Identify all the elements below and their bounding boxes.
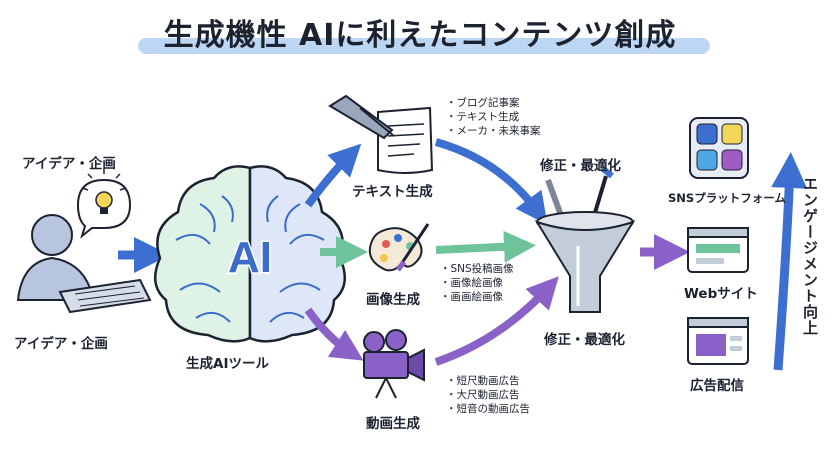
image-gen-items: ・SNS投稿画像 ・画像絵画像 ・画画絵画像 — [440, 262, 514, 304]
channel-sns-label: SNSプラットフォーム — [668, 191, 786, 205]
film-camera-icon — [363, 329, 425, 399]
ad-window-icon — [687, 317, 749, 365]
lightbulb-icon — [76, 168, 132, 239]
person-at-computer-icon — [16, 214, 152, 314]
idea-label-bottom: アイデア・企画 — [14, 336, 108, 352]
video-gen-items: ・短尺動画広告 ・大尺動画広告 ・短音の動画広告 — [446, 374, 530, 416]
arrow-video-to-optimize — [434, 276, 559, 366]
image-gen-item: ・画像絵画像 — [440, 277, 503, 289]
video-gen-label: 動画生成 — [366, 416, 420, 432]
image-gen-label: 画像生成 — [366, 292, 420, 308]
engagement-up-arrow — [771, 152, 808, 371]
title-highlight — [138, 38, 710, 54]
palette-and-brush-icon — [368, 223, 430, 272]
brain-icon — [153, 165, 347, 343]
text-gen-item: ・メーカ・未来事案 — [446, 125, 541, 137]
image-gen-item: ・SNS投稿画像 — [440, 263, 514, 275]
text-gen-items: ・ブログ記事案 ・テキスト生成 ・メーカ・未来事案 — [446, 96, 541, 138]
idea-label-top: アイデア・企画 — [22, 156, 116, 172]
engagement-label: エンゲージメント向上 — [801, 176, 819, 336]
text-gen-item: ・ブログ記事案 — [446, 97, 520, 109]
scroll-and-pen-icon — [328, 94, 434, 174]
ai-tool-label: 生成AIツール — [186, 356, 269, 372]
video-gen-item: ・短音の動画広告 — [446, 403, 530, 415]
sns-apps-icon — [689, 117, 749, 179]
brain-ai-text: AI — [228, 233, 272, 282]
optimize-label-bottom: 修正・最適化 — [544, 332, 625, 348]
channel-ad-label: 広告配信 — [690, 378, 744, 394]
arrow-image-to-optimize — [435, 230, 536, 263]
arrow-ai-to-text — [304, 143, 362, 208]
image-gen-item: ・画画絵画像 — [440, 291, 503, 303]
text-gen-item: ・テキスト生成 — [446, 111, 520, 123]
channel-web-label: Webサイト — [684, 286, 758, 302]
text-gen-label: テキスト生成 — [352, 184, 433, 200]
funnel-with-tools-icon — [534, 165, 636, 313]
video-gen-item: ・大尺動画広告 — [446, 389, 520, 401]
arrow-ai-to-video — [304, 307, 364, 361]
page-title: 生成機性 AIに利えたコンテンツ創成 — [163, 18, 677, 53]
arrow-text-to-optimize — [434, 138, 548, 225]
browser-window-icon — [687, 227, 749, 273]
optimize-label-top: 修正・最適化 — [540, 158, 621, 174]
video-gen-item: ・短尺動画広告 — [446, 375, 520, 387]
